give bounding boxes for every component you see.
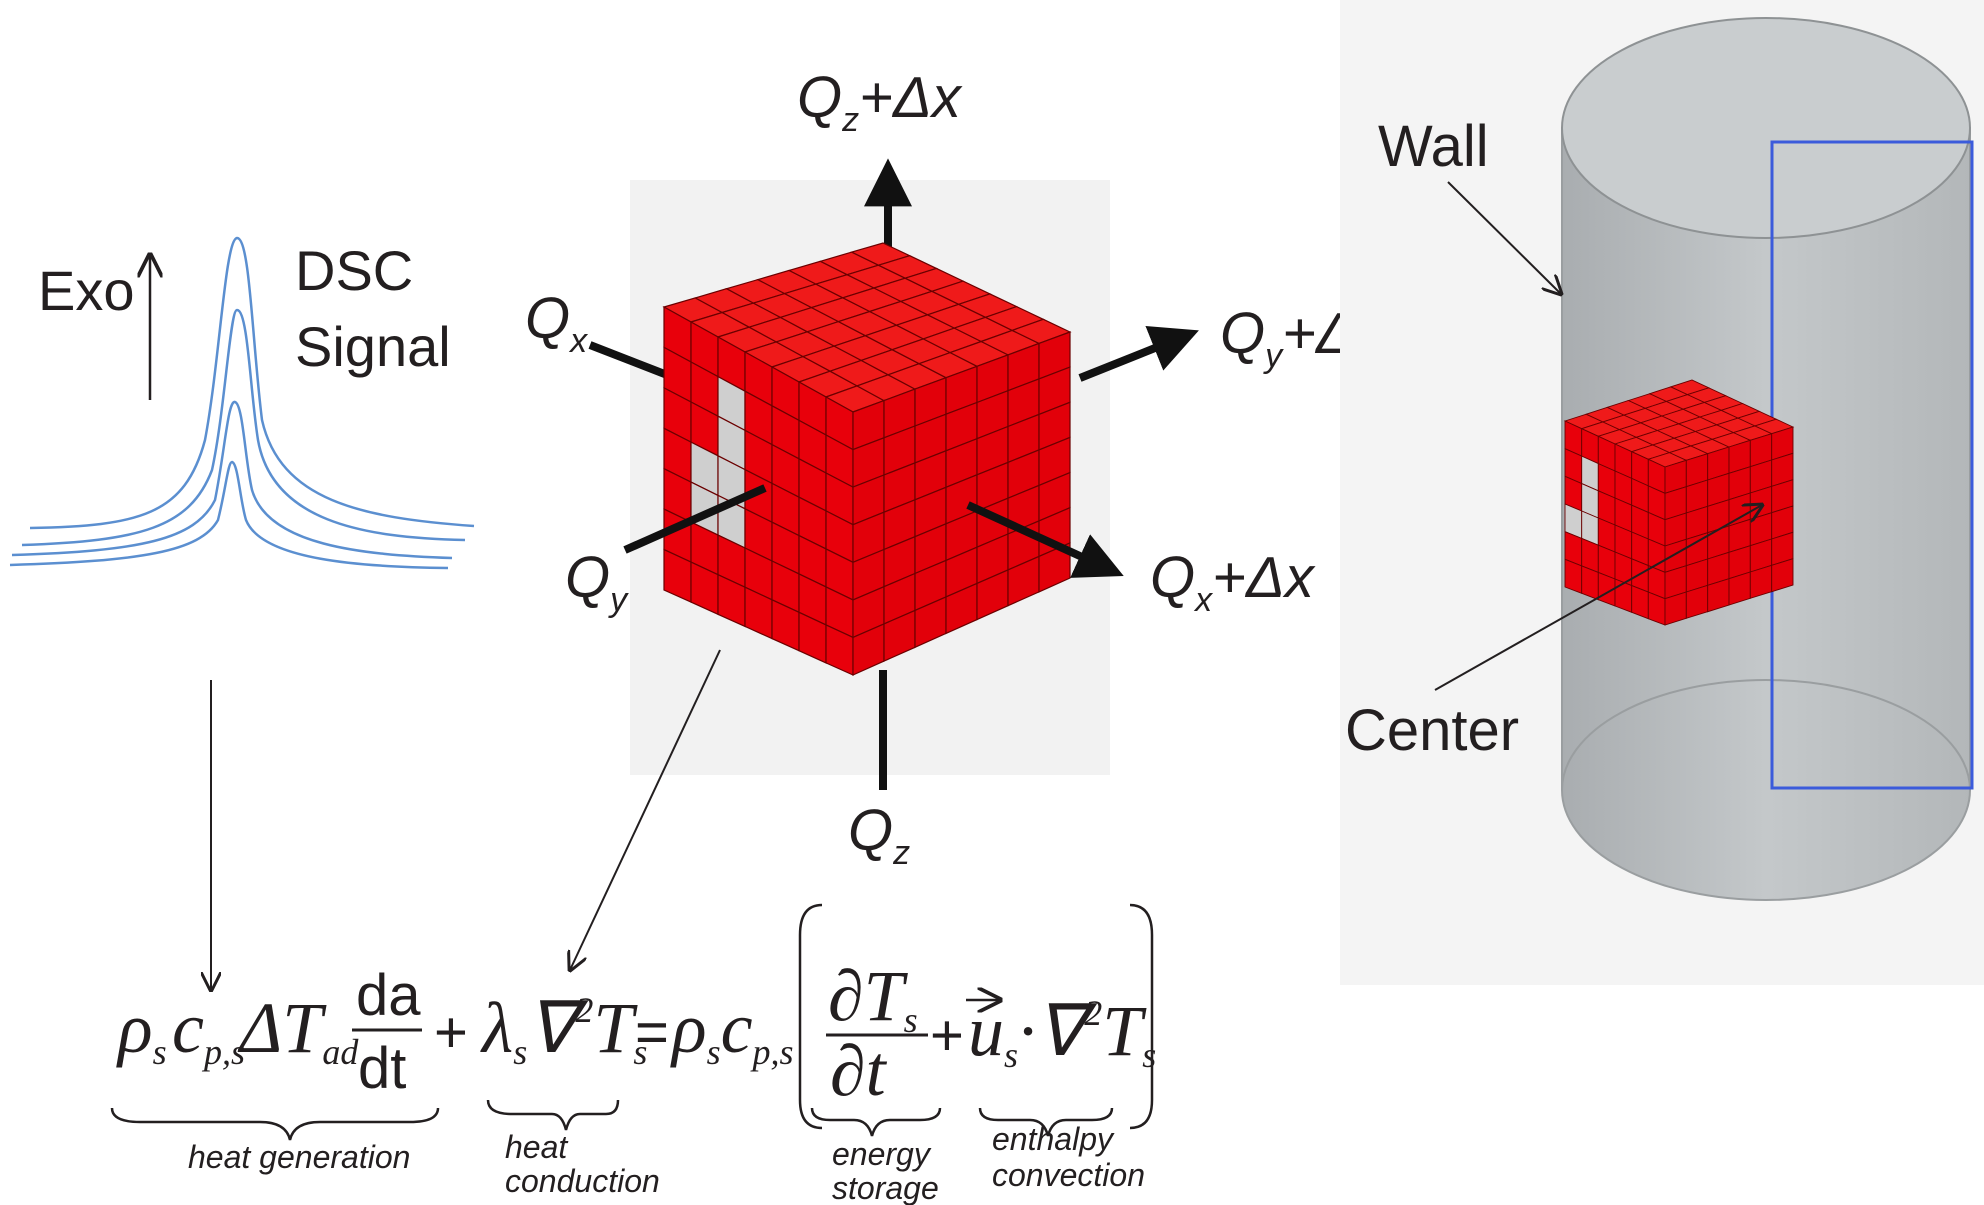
cp-s: cp,s <box>172 988 245 1072</box>
equals-sign: = <box>635 1000 669 1065</box>
cube-panel: Qz+Δx Qy+Δx Qx+Δx Qx Qy Qz <box>525 65 1386 970</box>
qx-left-label: Qx <box>525 286 588 360</box>
qz-bottom-label: Qz <box>848 798 910 872</box>
underbrace-energy-storage <box>810 1107 942 1137</box>
underbrace-heat-conduction <box>486 1099 620 1131</box>
wall-label: Wall <box>1378 114 1489 179</box>
cylinder-bottom-edge <box>1561 679 1971 791</box>
rho-s-cp-s-rhs: ρscp,s <box>670 988 794 1072</box>
qy-left-arrow <box>623 484 767 554</box>
dsc-curve <box>9 460 449 570</box>
mini-cube <box>1563 379 1795 626</box>
dsc-signal-label-line2: Signal <box>295 315 451 378</box>
dsc-curve <box>29 236 475 530</box>
qy-right-arrow <box>1078 325 1199 382</box>
qy-left-label: Qy <box>565 545 629 619</box>
dsc-panel: Exo DSC Signal <box>9 236 475 990</box>
cube-cell <box>1581 565 1599 601</box>
cylinder-panel: Wall Center <box>1340 0 1984 985</box>
qx-right-arrow <box>966 501 1124 578</box>
cube-cell <box>1771 558 1794 593</box>
cube <box>662 242 1072 676</box>
convection-term: us·∇2Ts <box>968 991 1156 1075</box>
da-numerator: da <box>356 963 421 1028</box>
wall-arrow-icon <box>1447 181 1561 294</box>
dsc-curve <box>21 308 466 547</box>
left-bracket <box>798 903 823 1130</box>
heat-generation-label: heat generation <box>188 1139 410 1175</box>
dt-denominator: dt <box>358 1036 406 1101</box>
cylinder-top <box>1561 17 1971 239</box>
enthalpy-convection-label-line1: enthalpy <box>992 1121 1115 1157</box>
heat-conduction-label-line1: heat <box>505 1129 568 1165</box>
rho-s: ρs <box>116 988 167 1072</box>
dsc-curve <box>11 400 453 560</box>
dsc-signal-label-line1: DSC <box>295 239 413 302</box>
cube-to-equation-arrow-icon <box>570 649 721 970</box>
qz-top-label: Qz+Δx <box>797 65 963 139</box>
plus-2: + <box>930 1003 964 1068</box>
energy-storage-label-line2: storage <box>832 1170 939 1205</box>
underbrace-heat-generation <box>110 1107 440 1141</box>
delta-t-ad: ΔTad <box>237 988 359 1072</box>
exo-label: Exo <box>38 259 135 322</box>
dsc-signal-curves <box>9 236 475 570</box>
partial-t: ∂t <box>830 1031 888 1111</box>
plus-1: + <box>434 1000 468 1065</box>
partial-ts: ∂Ts <box>828 956 918 1040</box>
enthalpy-convection-label-line2: convection <box>992 1157 1145 1193</box>
underbrace-enthalpy-convection <box>978 1107 1114 1137</box>
energy-balance-equation: ρs cp,s ΔTad da dt + λs∇2Ts = ρscp,s ∂Ts… <box>110 903 1156 1205</box>
lambda-s-laplacian-ts: λs∇2Ts <box>480 988 647 1072</box>
heat-conduction-label-line2: conduction <box>505 1163 660 1199</box>
qx-right-label: Qx+Δx <box>1150 545 1316 619</box>
center-arrow-icon <box>1434 505 1762 691</box>
right-bracket <box>1129 903 1154 1130</box>
energy-storage-label-line1: energy <box>832 1136 932 1172</box>
center-label: Center <box>1345 698 1519 763</box>
